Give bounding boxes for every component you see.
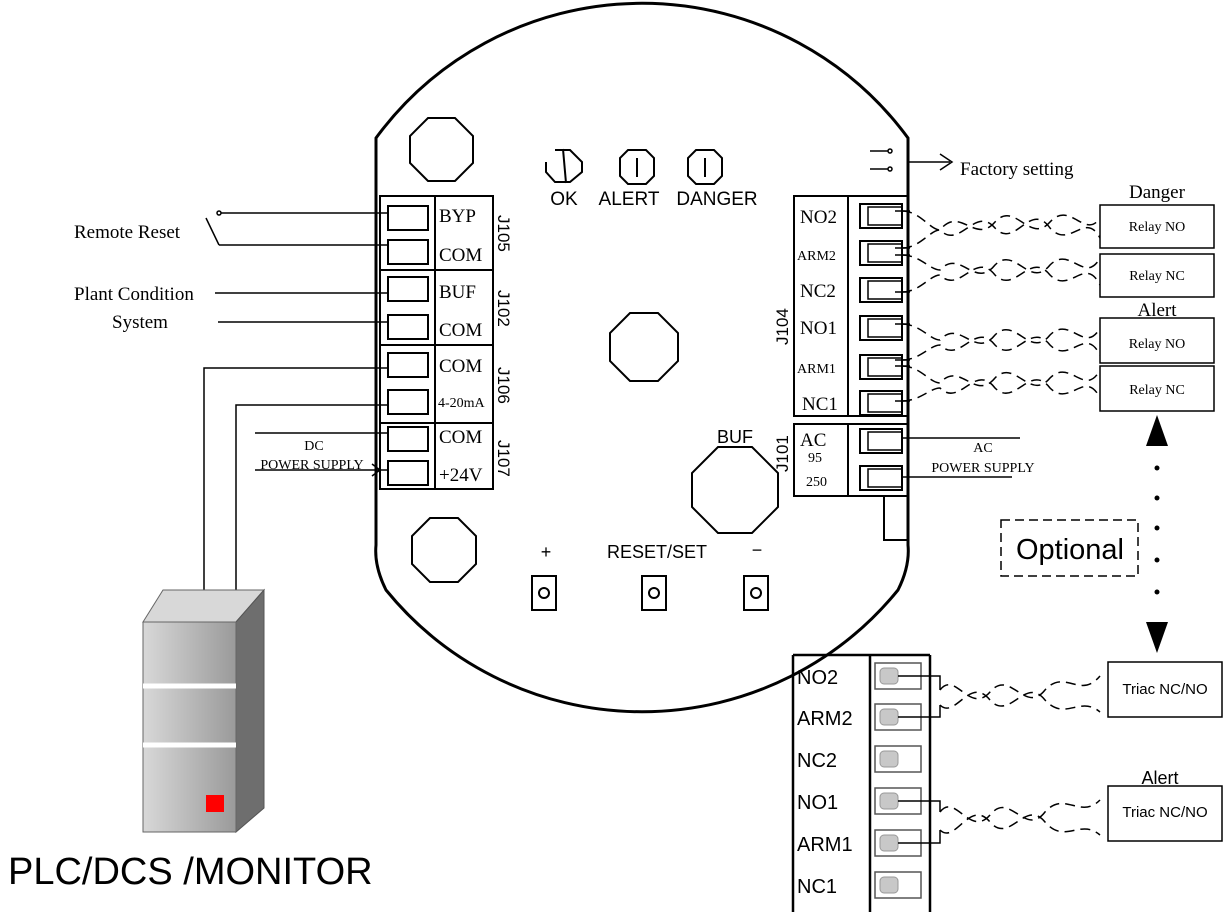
minus-label: − (752, 540, 763, 560)
optional-connector (1146, 415, 1168, 653)
mounting-hole-center (609, 312, 679, 382)
ac-supply-label: AC (973, 441, 992, 456)
j104-pin-nc2: NC2 (800, 281, 836, 302)
bottom-pin-nc2: NC2 (797, 750, 837, 772)
j104-pin-arm1: ARM1 (797, 362, 836, 377)
alert-relay-nc: Relay NC (1129, 383, 1185, 398)
bottom-terminal-screws[interactable] (874, 662, 922, 899)
bottom-pin-no1: NO1 (797, 792, 838, 814)
triac-top-label: Triac NC/NO (1122, 681, 1207, 698)
dc-label: DC (304, 439, 323, 454)
bottom-pin-arm1: ARM1 (797, 834, 853, 856)
j105-label: J105 (494, 215, 513, 252)
dc-power-supply-label: POWER SUPPLY (260, 458, 363, 473)
j104-screw-inner (867, 206, 902, 413)
plus-label: + (541, 542, 552, 562)
ac-power-supply-label: POWER SUPPLY (931, 461, 1034, 476)
reset-set-button[interactable] (641, 575, 667, 611)
mounting-hole-top-left (409, 117, 474, 182)
system-label: System (112, 312, 168, 333)
j107-pin-24v: +24V (439, 465, 483, 486)
j104-pin-no2: NO2 (800, 207, 837, 228)
reset-set-label: RESET/SET (607, 542, 707, 562)
j101-terminal-block (793, 423, 909, 541)
j107-pin-com: COM (439, 427, 482, 448)
plc-status-led (206, 795, 224, 812)
mounting-hole-bottom-left (411, 517, 477, 583)
relay-wire-stubs (895, 210, 910, 402)
j104-label: J104 (773, 308, 792, 345)
danger-led-icon (687, 149, 723, 185)
j101-label: J101 (773, 435, 792, 472)
j101-v2: 250 (806, 475, 827, 490)
left-wires (203, 210, 388, 590)
bottom-terminal-screw-heads (879, 667, 899, 894)
j106-label: J106 (494, 367, 513, 404)
danger-relay-no: Relay NO (1129, 220, 1185, 235)
danger-title: Danger (1129, 182, 1186, 203)
triac-twisted-wires (939, 675, 1101, 836)
optional-box (1000, 519, 1139, 577)
plc-label: PLC/DCS /MONITOR (8, 851, 373, 893)
remote-reset-label: Remote Reset (74, 222, 181, 243)
danger-relay-nc: Relay NC (1129, 269, 1185, 284)
danger-label: DANGER (676, 189, 757, 210)
j105-pin-byp: BYP (439, 206, 476, 227)
triac-alert-title: Alert (1141, 768, 1178, 788)
j107-label: J107 (494, 440, 513, 477)
j102-pin-buf: BUF (439, 282, 476, 303)
j102-label: J102 (494, 290, 513, 327)
buf-pot[interactable] (691, 446, 779, 534)
optional-label: Optional (1016, 534, 1124, 566)
plant-condition-label: Plant Condition (74, 284, 194, 305)
j106-pin-com: COM (439, 356, 482, 377)
ok-label: OK (550, 189, 578, 210)
relay-boxes (1099, 204, 1215, 412)
plus-button[interactable] (531, 575, 557, 611)
bottom-pin-nc1: NC1 (797, 876, 837, 898)
alert-title: Alert (1137, 300, 1177, 321)
bottom-terminal-block (791, 653, 932, 912)
relay-twisted-wires (901, 210, 1101, 402)
j104-pin-nc1: NC1 (802, 394, 838, 415)
factory-jumper-icon (870, 148, 954, 172)
minus-button[interactable] (743, 575, 769, 611)
alert-led-icon (619, 149, 655, 185)
ac-supply-wires (902, 437, 1020, 478)
left-terminal-block (379, 195, 494, 490)
j102-pin-com: COM (439, 320, 482, 341)
alert-relay-no: Relay NO (1129, 337, 1185, 352)
j105-pin-com: COM (439, 245, 482, 266)
bottom-pin-no2: NO2 (797, 667, 838, 689)
plc-cabinet-icon (142, 588, 266, 834)
factory-setting-label: Factory setting (960, 159, 1074, 180)
triac-bottom-label: Triac NC/NO (1122, 804, 1207, 821)
j104-screws[interactable] (859, 203, 903, 416)
triac-boxes (1107, 661, 1223, 842)
left-terminal-screws[interactable] (387, 205, 429, 486)
j101-screws[interactable] (859, 428, 903, 491)
buf-label: BUF (717, 427, 753, 447)
alert-label: ALERT (599, 189, 660, 210)
j104-pin-no1: NO1 (800, 318, 837, 339)
j101-ac-label: AC (800, 430, 826, 451)
j101-screw-inner (867, 431, 902, 488)
board-outline (374, 1, 910, 714)
ok-led-icon (545, 148, 583, 184)
triac-wires (898, 675, 941, 844)
j104-pin-arm2: ARM2 (797, 249, 836, 264)
j106-pin-4-20ma: 4-20mA (438, 396, 486, 411)
bottom-pin-arm2: ARM2 (797, 708, 853, 730)
j101-v1: 95 (808, 451, 822, 466)
